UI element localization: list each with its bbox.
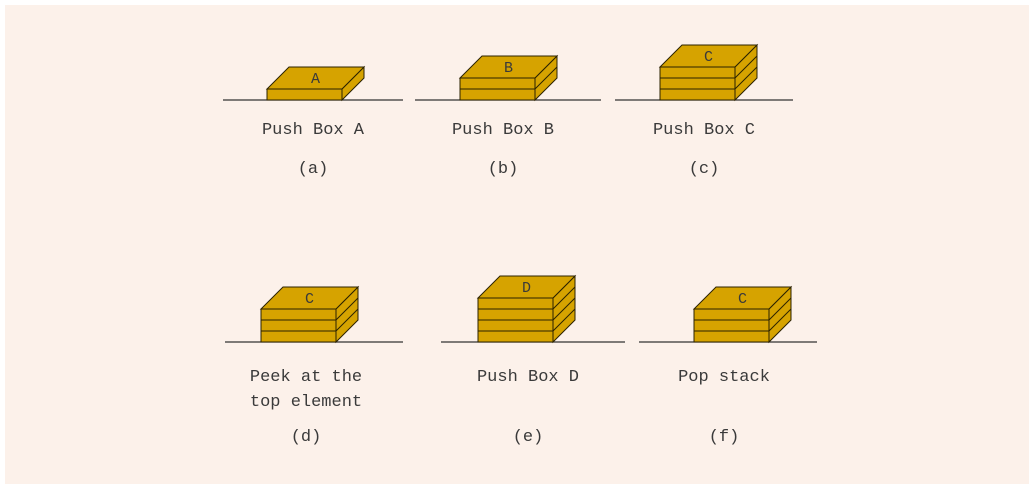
box-front-f-3 — [694, 309, 769, 320]
caption-a: Push Box A — [203, 118, 423, 143]
box-front-e-2 — [478, 320, 553, 331]
figure-panel: A B C C D C Push Box A (a) Push Box B (b) Pus… — [5, 5, 1029, 484]
box-front-c-1 — [660, 89, 735, 100]
caption-b: Push Box B — [393, 118, 613, 143]
box-front-d-1 — [261, 331, 336, 342]
box-front-f-1 — [694, 331, 769, 342]
stack-e: D — [441, 276, 625, 342]
caption-e: Push Box D — [418, 365, 638, 390]
sub-label-a: (a) — [203, 157, 423, 182]
box-front-b-2 — [460, 78, 535, 89]
stack-c: C — [615, 45, 793, 100]
sub-label-f: (f) — [614, 425, 834, 450]
top-box-label-d: C — [305, 291, 314, 308]
box-front-e-4 — [478, 298, 553, 309]
caption-c: Push Box C — [594, 118, 814, 143]
top-box-label-f: C — [738, 291, 747, 308]
box-front-a-1 — [267, 89, 342, 100]
box-front-d-3 — [261, 309, 336, 320]
stack-a: A — [223, 67, 403, 100]
top-box-label-e: D — [522, 280, 531, 297]
top-box-label-a: A — [311, 71, 320, 88]
box-front-c-2 — [660, 78, 735, 89]
stack-b: B — [415, 56, 601, 100]
box-front-d-2 — [261, 320, 336, 331]
sub-label-e: (e) — [418, 425, 638, 450]
sub-label-c: (c) — [594, 157, 814, 182]
caption-f: Pop stack — [614, 365, 834, 390]
caption-d: Peek at the top element — [196, 365, 416, 415]
sub-label-b: (b) — [393, 157, 613, 182]
box-front-e-1 — [478, 331, 553, 342]
sub-label-d: (d) — [196, 425, 416, 450]
box-front-b-1 — [460, 89, 535, 100]
stack-d: C — [225, 287, 403, 342]
top-box-label-b: B — [504, 60, 513, 77]
box-front-f-2 — [694, 320, 769, 331]
stack-f: C — [639, 287, 817, 342]
top-box-label-c: C — [704, 49, 713, 66]
box-front-e-3 — [478, 309, 553, 320]
stack-diagram: A B C C D C — [5, 5, 1029, 484]
box-front-c-3 — [660, 67, 735, 78]
